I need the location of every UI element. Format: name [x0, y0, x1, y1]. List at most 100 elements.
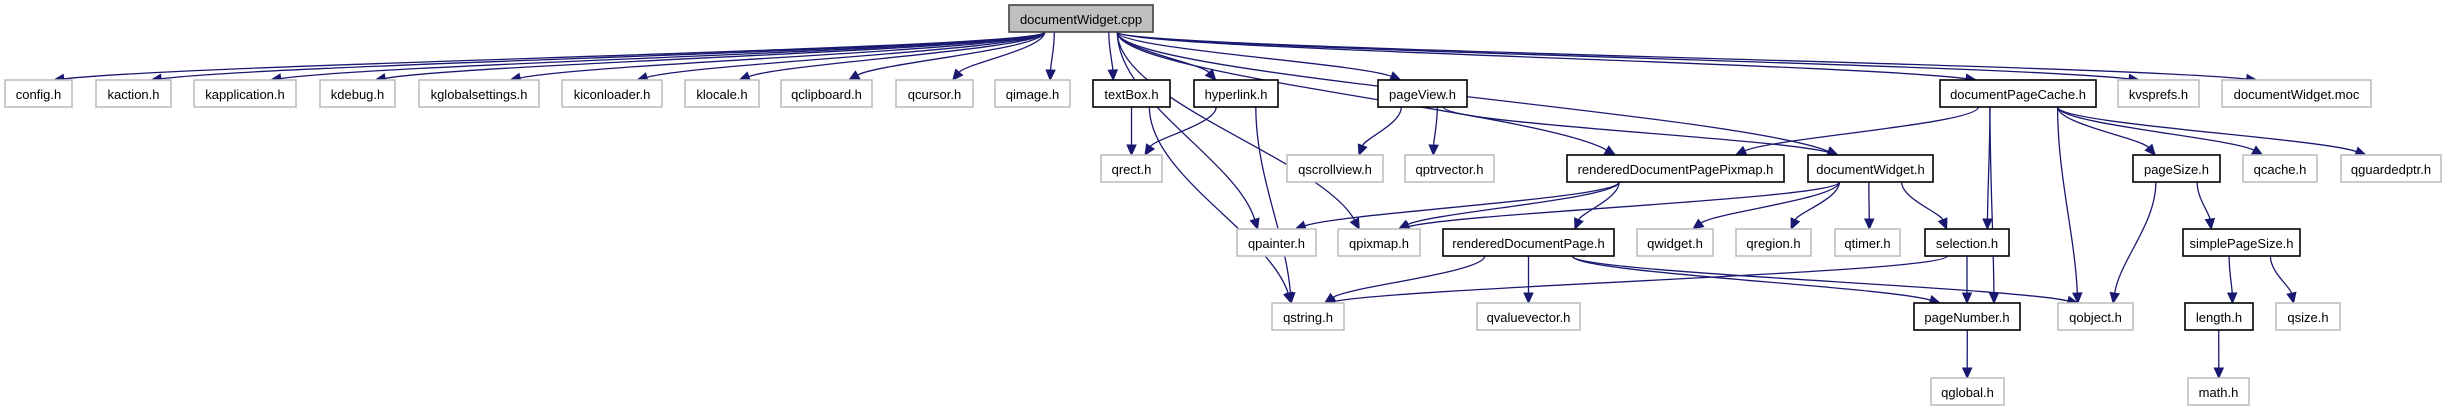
node-box	[418, 79, 540, 108]
edge-root-to-klocale	[738, 31, 1046, 82]
edge-root-to-qcursor	[952, 31, 1046, 81]
node-rendered-document-page-pixmap[interactable]: renderedDocumentPagePixmap.h	[1566, 154, 1785, 183]
arrowhead-icon	[2109, 291, 2120, 305]
node-document-widget-h[interactable]: documentWidget.h	[1807, 154, 1934, 183]
edge-root-to-kvsprefs	[1116, 31, 2141, 85]
edge-page-size-to-simple-page-size	[2196, 181, 2216, 231]
node-label: pageView.h	[1389, 87, 1456, 102]
arrowhead-icon	[1734, 145, 1748, 156]
node-label: selection.h	[1936, 236, 1998, 251]
node-label: simplePageSize.h	[2189, 236, 2293, 251]
arrowhead-icon	[952, 68, 964, 81]
node-qglobal: qglobal.h	[1930, 377, 2005, 406]
edge-line	[1049, 31, 1055, 71]
edge-hyperlink-to-qrect	[1144, 106, 1217, 157]
node-box	[1271, 302, 1345, 331]
node-label: qimage.h	[1006, 87, 1059, 102]
edge-line	[1332, 255, 1486, 298]
node-qsize: qsize.h	[2275, 302, 2341, 331]
node-label: kglobalsettings.h	[431, 87, 528, 102]
node-page-view[interactable]: pageView.h	[1377, 79, 1468, 108]
edge-length-to-math	[2213, 329, 2225, 380]
arrowhead-icon	[847, 70, 861, 81]
node-kaction: kaction.h	[95, 79, 172, 108]
node-box	[2242, 154, 2318, 183]
edge-line	[2269, 255, 2293, 294]
node-label: kdebug.h	[331, 87, 385, 102]
edge-line	[2056, 106, 2150, 148]
node-label: pageSize.h	[2144, 162, 2209, 177]
node-hyperlink[interactable]: hyperlink.h	[1193, 79, 1279, 108]
arrowhead-icon	[1045, 69, 1056, 82]
node-label: qregion.h	[1746, 236, 1800, 251]
node-box	[1834, 228, 1901, 257]
node-text-box[interactable]: textBox.h	[1092, 79, 1171, 108]
edge-root-to-document-page-cache	[1116, 31, 1978, 84]
edge-document-page-cache-to-page-number	[1988, 106, 2000, 305]
edge-line	[1443, 106, 1829, 153]
node-kvsprefs: kvsprefs.h	[2117, 79, 2200, 108]
node-box	[684, 79, 760, 108]
node-label: documentWidget.moc	[2234, 87, 2360, 102]
edge-page-view-to-qscrollview	[1357, 106, 1402, 157]
node-simple-page-size[interactable]: simplePageSize.h	[2182, 228, 2301, 257]
node-kdebug: kdebug.h	[319, 79, 396, 108]
node-document-page-cache[interactable]: documentPageCache.h	[1939, 79, 2097, 108]
edge-line	[2196, 181, 2211, 220]
node-label: kiconloader.h	[574, 87, 651, 102]
node-klocale: klocale.h	[684, 79, 760, 108]
node-page-size[interactable]: pageSize.h	[2132, 154, 2221, 183]
node-box	[895, 79, 974, 108]
node-root[interactable]: documentWidget.cpp	[1008, 4, 1154, 33]
node-label: config.h	[16, 87, 62, 102]
node-box	[1476, 302, 1581, 331]
node-label: qcursor.h	[908, 87, 961, 102]
edge-line	[1108, 31, 1114, 71]
node-qvaluevector: qvaluevector.h	[1476, 302, 1581, 331]
arrowhead-icon	[1937, 217, 1948, 231]
node-box	[2117, 79, 2200, 108]
arrowhead-icon	[1863, 218, 1875, 231]
arrowhead-icon	[1692, 218, 1705, 230]
node-rendered-document-page[interactable]: renderedDocumentPage.h	[1442, 228, 1615, 257]
edge-document-page-cache-to-page-size	[2056, 106, 2157, 156]
edge-page-number-to-qglobal	[1961, 329, 1973, 380]
node-box	[193, 79, 297, 108]
edge-line	[1116, 31, 1607, 151]
node-config: config.h	[4, 79, 73, 108]
node-page-number[interactable]: pageNumber.h	[1913, 302, 2021, 331]
edge-line	[748, 31, 1046, 78]
edge-line	[646, 31, 1046, 78]
node-box	[1008, 4, 1154, 33]
edge-line	[1116, 31, 1392, 77]
node-box	[2184, 302, 2254, 331]
edge-line	[1116, 31, 1967, 80]
node-length[interactable]: length.h	[2184, 302, 2254, 331]
node-label: qwidget.h	[1647, 236, 1703, 251]
edge-selection-to-page-number	[1961, 256, 1973, 305]
node-label: hyperlink.h	[1205, 87, 1268, 102]
node-label: qguardedptr.h	[2351, 162, 2431, 177]
node-qtimer: qtimer.h	[1834, 228, 1901, 257]
edge-line	[2228, 255, 2233, 294]
edge-line	[2056, 106, 2357, 153]
node-qimage: qimage.h	[994, 79, 1071, 108]
node-box	[561, 79, 663, 108]
node-kglobalsettings: kglobalsettings.h	[418, 79, 540, 108]
edge-line	[1700, 181, 1841, 224]
node-box	[1807, 154, 1934, 183]
node-qpainter: qpainter.h	[1236, 228, 1317, 257]
node-qrect: qrect.h	[1100, 154, 1163, 183]
node-box	[1193, 79, 1279, 108]
edge-document-widget-h-to-qregion	[1790, 181, 1841, 231]
edge-line	[1571, 255, 2069, 302]
node-selection[interactable]: selection.h	[1924, 228, 2010, 257]
arrowhead-icon	[2213, 367, 2225, 380]
node-qpixmap: qpixmap.h	[1337, 228, 1421, 257]
node-label: qclipboard.h	[791, 87, 862, 102]
edge-rendered-document-page-pixmap-to-rendered-document-page	[1574, 181, 1620, 231]
arrowhead-icon	[1126, 144, 1137, 157]
node-box	[1100, 154, 1163, 183]
edge-line	[958, 31, 1046, 73]
node-label: qobject.h	[2069, 310, 2122, 325]
